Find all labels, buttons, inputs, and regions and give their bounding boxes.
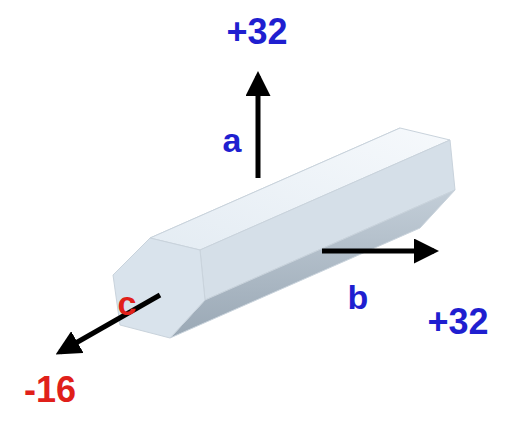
- axis-letter: b: [348, 280, 369, 314]
- axis-arrow: [256, 76, 261, 178]
- prism-face: [170, 190, 455, 338]
- axis-value: +32: [427, 304, 488, 340]
- axis-arrows: [60, 76, 434, 352]
- axis-letter: a: [223, 123, 242, 157]
- axis-letter: c: [118, 286, 137, 320]
- axis-value: +32: [226, 14, 287, 50]
- axis-arrow: [60, 295, 160, 352]
- prism-end-face: [113, 238, 205, 338]
- axis-arrow: [322, 249, 434, 254]
- hexagonal-prism: [113, 128, 455, 338]
- axis-value: -16: [24, 372, 76, 408]
